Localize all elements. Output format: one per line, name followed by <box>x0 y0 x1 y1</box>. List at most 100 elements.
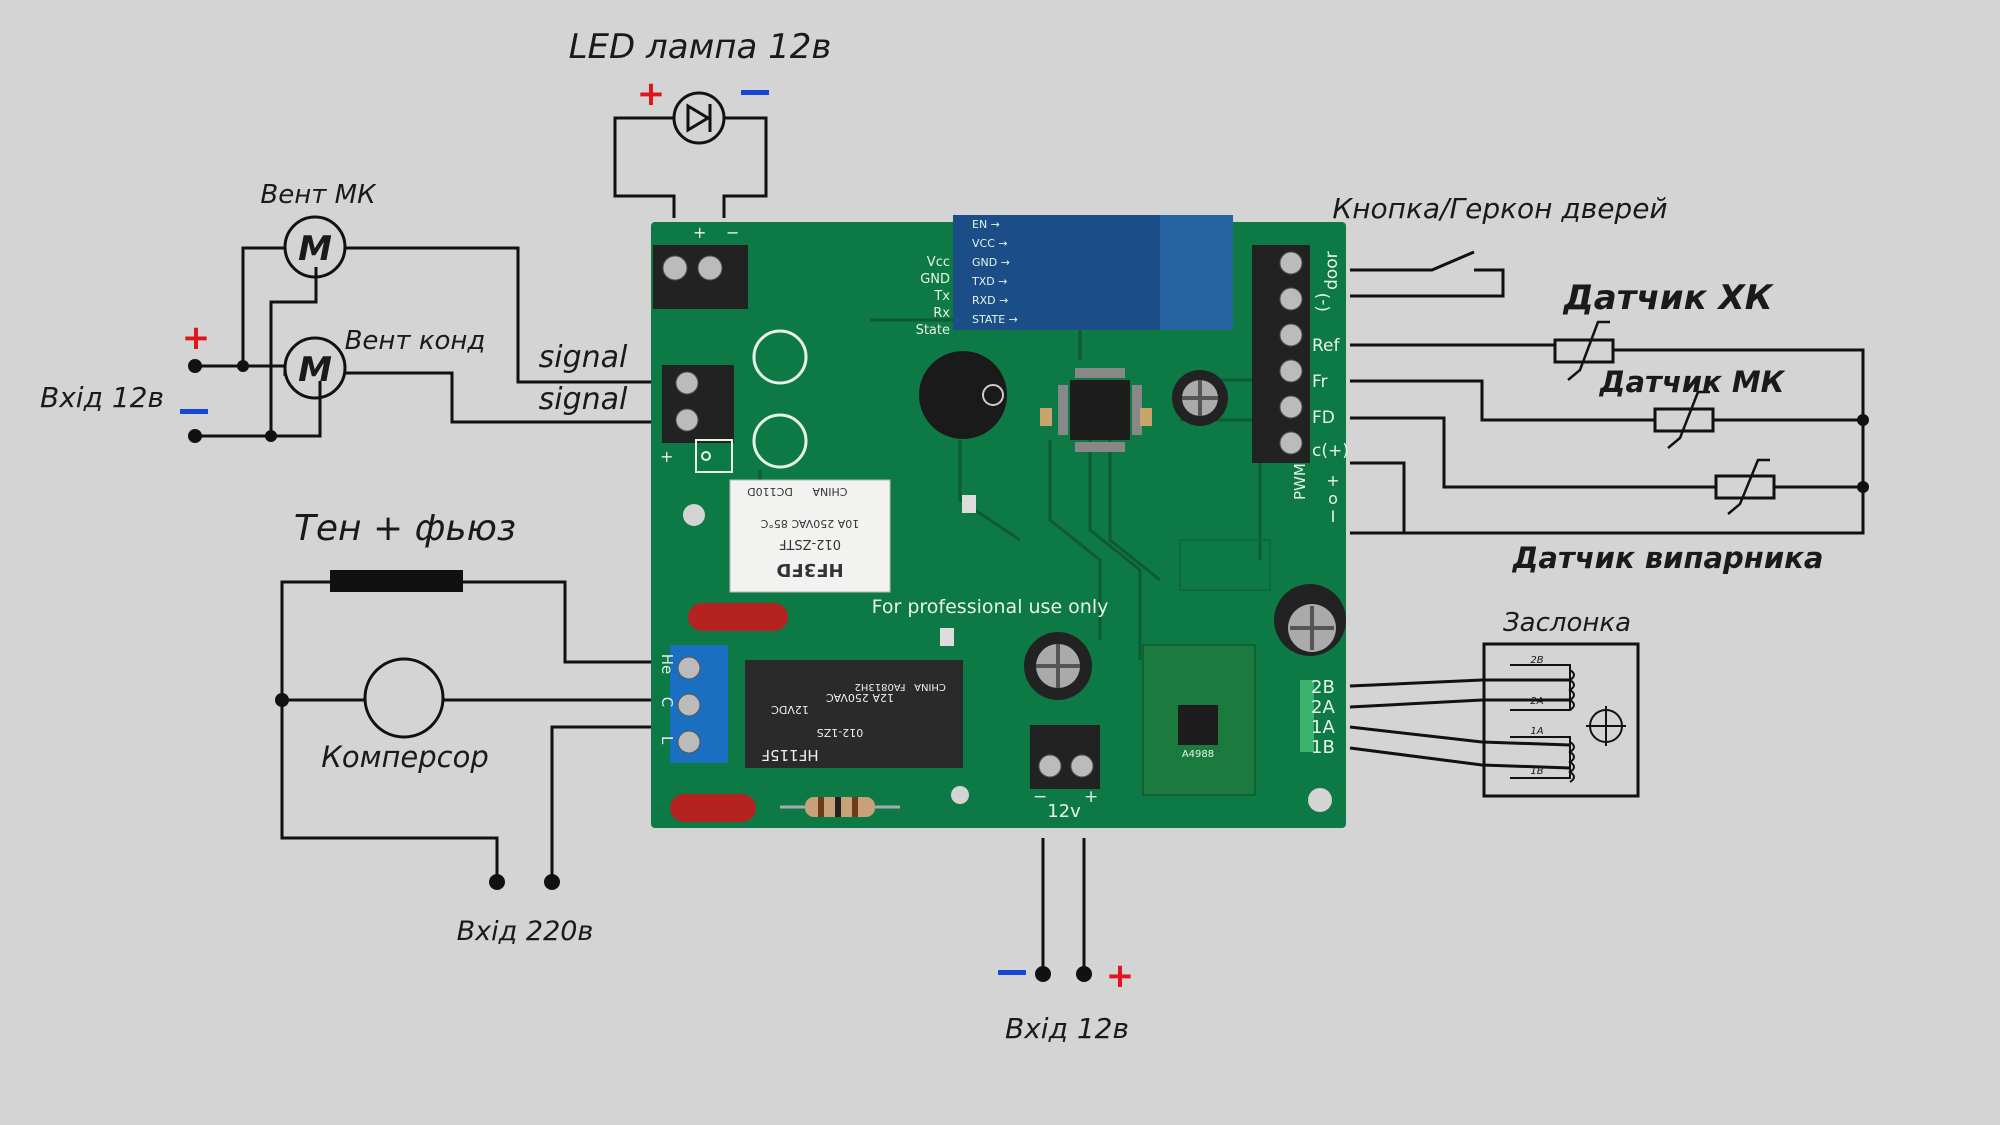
header-pin-4: Fr <box>1312 372 1328 392</box>
input-12v-left-label: Вхід 12в <box>40 381 164 414</box>
power-terminal-block: − 12v + <box>1030 725 1100 822</box>
svg-text:+: + <box>1084 787 1098 807</box>
power-label: 12v <box>1047 801 1081 822</box>
stepper-pin-2a: 2A <box>1311 697 1335 718</box>
mains-pin-he: He <box>658 654 676 675</box>
svg-text:M: M <box>298 350 332 390</box>
svg-text:DC110D: DC110D <box>747 485 793 498</box>
compressor-label: Комперсор <box>321 740 489 774</box>
led-lamp-label: LED лампа 12в <box>569 27 832 67</box>
svg-text:CHINA: CHINA <box>914 681 946 692</box>
sensor-hk-label: Датчик ХК <box>1562 278 1774 318</box>
screw-terminal <box>1279 359 1303 383</box>
stepper-driver: A4988 <box>1142 644 1256 796</box>
bt-side-label: State <box>916 323 950 338</box>
led-terminal-minus: − <box>726 223 739 242</box>
led-minus-sign <box>741 90 769 95</box>
film-capacitor-1 <box>688 603 788 631</box>
stepper-pin-2b: 2B <box>1311 677 1335 698</box>
fan-mk-motor-icon: M <box>283 215 347 279</box>
bt-pin-en: EN → <box>972 218 1000 231</box>
svg-text:012-ZSTF: 012-ZSTF <box>779 536 841 551</box>
relay-small: HF3FD 012-ZSTF 10A 250VAC 85°C CHINA DC1… <box>729 479 891 593</box>
svg-text:FA0813H2: FA0813H2 <box>854 681 905 692</box>
sensor-evaporator-label: Датчик випарника <box>1512 541 1824 575</box>
input-12v-left-plus-sign: + <box>182 318 211 358</box>
svg-text:12A 250VAC: 12A 250VAC <box>826 691 894 704</box>
pcb-board: + − + EN → VCC → GND → TXD → RXD → STATE → Vc… <box>651 215 1349 828</box>
wiring <box>195 116 1865 974</box>
svg-text:+: + <box>660 447 673 466</box>
bt-pin-state: STATE → <box>972 313 1018 326</box>
screw-terminal <box>1279 323 1303 347</box>
sensor-evaporator-thermistor-icon <box>1714 458 1776 515</box>
coil-label-2a: 2A <box>1530 696 1543 707</box>
heater-element-icon <box>330 570 463 592</box>
coil-label-2b: 2B <box>1530 655 1543 666</box>
pwm-pin-2: o <box>1328 489 1338 508</box>
bt-pin-rxd: RXD → <box>972 294 1008 307</box>
pwm-label: PWM <box>1291 463 1309 500</box>
fan-kond-motor-icon: M <box>283 336 347 400</box>
input-220v-label: Вхід 220в <box>457 916 594 947</box>
bt-pin-gnd: GND → <box>972 256 1010 269</box>
bt-side-label: Tx <box>933 289 950 304</box>
screw-terminal <box>1279 251 1303 275</box>
film-capacitor-2 <box>670 794 756 822</box>
coil-label-1a: 1A <box>1530 726 1543 737</box>
capacitor-middle <box>1024 632 1092 700</box>
pwm-pin-3: I <box>1331 507 1336 526</box>
led-plus-sign: + <box>637 74 666 114</box>
screw-terminal <box>1279 395 1303 419</box>
damper-stepper-motor-icon: 2B 2A 1A 1B <box>1482 642 1640 798</box>
svg-text:HF115F: HF115F <box>761 746 818 764</box>
coil-label-1b: 1B <box>1530 766 1543 777</box>
board-tagline: For professional use only <box>872 596 1109 618</box>
compressor-icon <box>363 657 445 739</box>
header-pin-1: door <box>1322 251 1342 290</box>
bt-side-label: Rx <box>933 306 950 321</box>
input-12v-bottom-minus-sign <box>998 970 1026 975</box>
header-pin-2: (-) <box>1313 293 1333 312</box>
svg-text:−: − <box>1033 787 1047 807</box>
pwm-pin-1: + <box>1326 471 1339 490</box>
buzzer <box>919 351 1007 439</box>
led-terminal-plus: + <box>693 223 706 242</box>
svg-text:012-1ZS: 012-1ZS <box>817 726 863 739</box>
bt-pin-vcc: VCC → <box>972 237 1008 250</box>
relay-big: HF115F 012-1ZS 12A 250VAC 12VDC CHINA FA… <box>745 660 963 768</box>
screw-terminal <box>1279 287 1303 311</box>
bt-side-label: GND <box>920 272 950 287</box>
svg-text:HF3FD: HF3FD <box>776 559 843 580</box>
junction-dots <box>188 359 1869 982</box>
signal-terminal-block: + <box>660 365 734 473</box>
sensor-mk-label: Датчик МК <box>1599 365 1786 399</box>
stepper-pin-1b: 1B <box>1311 737 1335 758</box>
screw-terminal <box>1279 431 1303 455</box>
resistor <box>780 797 900 817</box>
sensor-mk-thermistor-icon <box>1653 390 1715 449</box>
door-button-label: Кнопка/Геркон дверей <box>1332 192 1667 225</box>
led-terminal-block: + − <box>653 223 748 309</box>
bt-pin-txd: TXD → <box>971 275 1007 288</box>
signal-label-1: signal <box>539 340 628 375</box>
svg-text:A4988: A4988 <box>1182 749 1214 760</box>
input-12v-bottom-label: Вхід 12в <box>1005 1012 1129 1045</box>
input-12v-bottom-plus-sign: + <box>1106 956 1135 996</box>
mcu-chip <box>1058 368 1142 452</box>
damper-label: Заслонка <box>1503 608 1631 638</box>
signal-label-2: signal <box>539 382 628 417</box>
mains-pin-c: C <box>658 697 676 707</box>
mains-terminal-block: HeC L <box>658 645 728 763</box>
bt-side-label: Vcc <box>927 255 950 270</box>
svg-text:CHINA: CHINA <box>812 485 847 498</box>
mains-pin-l: L <box>658 736 676 745</box>
input-12v-left-minus-sign <box>180 409 208 414</box>
capacitor-top <box>1172 370 1228 426</box>
svg-text:12VDC: 12VDC <box>771 703 809 716</box>
header-pin-5: FD <box>1312 408 1335 428</box>
